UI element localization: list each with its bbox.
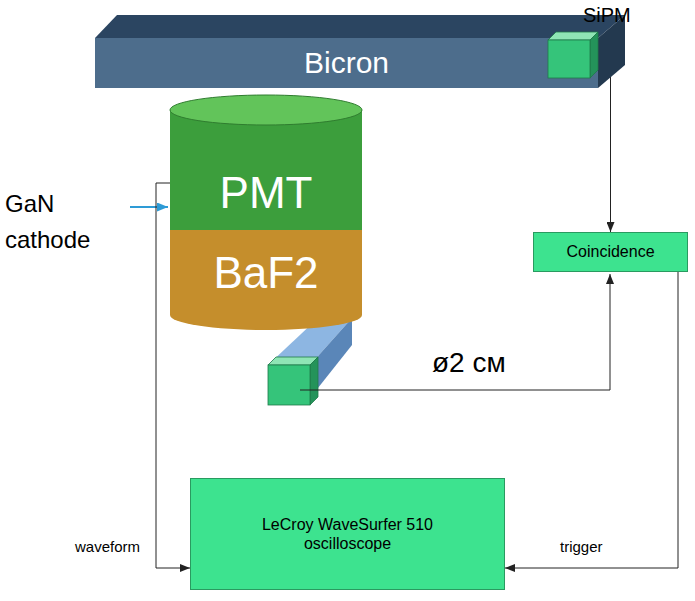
node-label: BaF2: [170, 247, 362, 300]
sipm-cube-top: [268, 357, 318, 365]
instrument-box: LeCroy WaveSurfer 510 oscilloscope: [190, 478, 505, 590]
cube-side: [590, 32, 598, 78]
signal-name: waveform: [75, 538, 140, 555]
cylinder-top: [170, 95, 362, 125]
node-label: Bicron: [304, 45, 389, 81]
signal-name: trigger: [560, 538, 603, 555]
cube-top: [548, 32, 598, 40]
sipm-cube-side: [310, 357, 318, 405]
cylinder-body: [170, 110, 362, 230]
slab-top: [95, 15, 625, 38]
cube-front: [548, 40, 590, 78]
logic-box: Coincidence: [533, 232, 688, 272]
sipm-cube: SiPM: [548, 40, 590, 78]
callout-label: GaN cathode: [5, 186, 115, 258]
signal-wire: [505, 272, 678, 568]
node-label: PMT: [170, 167, 362, 220]
dimension-label: ø2 см: [432, 348, 506, 379]
node-label: SiPM: [583, 3, 631, 27]
shape-outline: [548, 40, 590, 78]
crystal-cylinder: BaF2: [170, 230, 362, 330]
cylinder-body: [170, 230, 362, 330]
scintillator-slab: Bicron: [95, 38, 598, 88]
node-label: Coincidence: [566, 242, 654, 261]
pointer-arrow: [130, 206, 168, 208]
pmt-cylinder: PMT: [170, 95, 362, 230]
slab-front: [95, 38, 598, 88]
node-label: LeCroy WaveSurfer 510 oscilloscope: [248, 515, 448, 553]
sipm-cube-front: [268, 365, 310, 405]
